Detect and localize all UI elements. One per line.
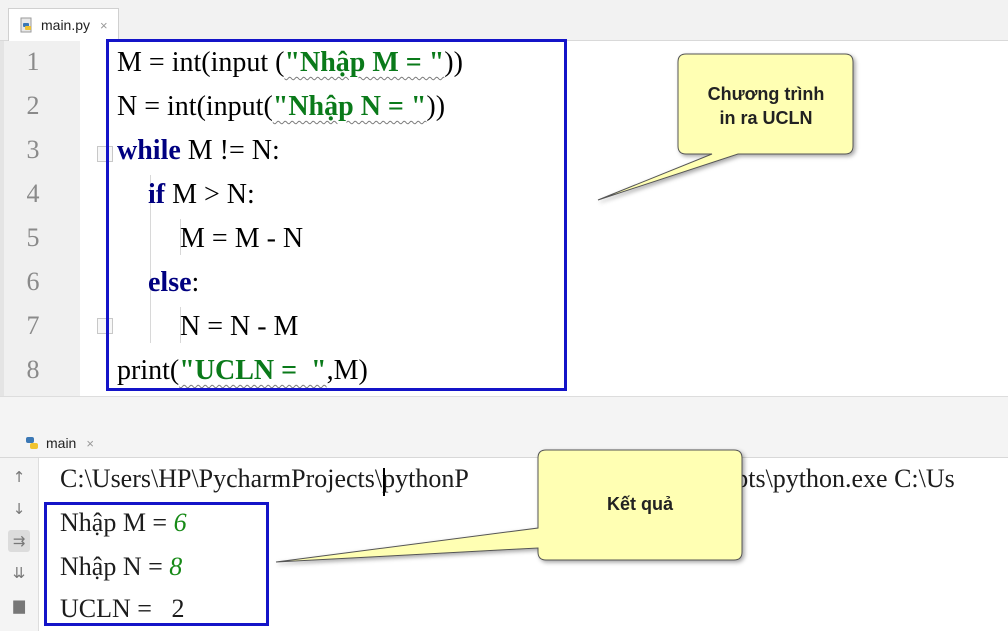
code-line-1: M = int(input ("Nhập M = ")) (117, 47, 463, 79)
close-tab-icon[interactable]: × (100, 17, 108, 33)
code-text: ,M) (326, 355, 368, 386)
fold-marker-icon[interactable] (97, 146, 113, 162)
indent-guide (180, 219, 181, 255)
line-number: 7 (26, 311, 40, 340)
editor-tab-bar: main.py × (0, 0, 1008, 41)
code-string: "Nhập N = " (272, 91, 427, 122)
python-run-icon (26, 437, 38, 449)
code-text: M > N: (165, 179, 255, 210)
code-text: print( (117, 355, 180, 386)
console-toolbar: ↑ ↓ ⇉ ⇊ ▆ (0, 458, 39, 631)
code-string: "UCLN = " (179, 355, 327, 386)
line-number: 3 (26, 135, 40, 164)
editor-horizontal-scrollbar[interactable] (0, 396, 1008, 426)
console-command-line: C:\Users\HP\PycharmProjects\pythonP (60, 464, 469, 494)
console-result: UCLN = 2 (60, 594, 185, 623)
console-output-line: Nhập N = 8 (60, 552, 182, 582)
console-output-line: UCLN = 2 (60, 594, 184, 624)
print-icon[interactable]: ▆ (13, 596, 25, 614)
code-line-3: while M != N: (117, 135, 280, 167)
gutter-strip (0, 41, 4, 396)
code-line-5: M = M - N (180, 223, 303, 255)
callout-program-shape (597, 53, 854, 201)
run-tool-window-header: main × (0, 425, 1008, 458)
console-path-left: C:\Users\HP\PycharmProjects\pythonP (60, 464, 469, 493)
console-input-value: 8 (169, 552, 183, 581)
close-run-tab-icon[interactable]: × (86, 435, 94, 451)
python-file-icon (20, 17, 32, 33)
code-text: M = int(input ( (117, 47, 285, 78)
line-number: 4 (26, 179, 40, 208)
indent-guide (150, 175, 151, 343)
code-text: )) (426, 91, 446, 122)
code-string: "Nhập M = " (284, 47, 445, 78)
code-line-7: N = N - M (180, 311, 298, 343)
console-path-right: ipts\python.exe C:\Us (728, 464, 955, 493)
code-line-8: print("UCLN = ",M) (117, 355, 368, 387)
console-input-value: 6 (173, 508, 187, 537)
fold-marker-icon[interactable] (97, 318, 113, 334)
code-line-2: N = int(input("Nhập N = ")) (117, 91, 445, 123)
tab-main-py[interactable]: main.py × (8, 8, 119, 41)
run-tab-main[interactable]: main × (24, 429, 94, 457)
line-number: 8 (26, 355, 40, 384)
line-number: 1 (26, 47, 40, 76)
indent-guide (180, 307, 181, 343)
line-number-gutter: 1 2 3 4 5 6 7 8 (0, 41, 80, 396)
code-keyword: else (148, 267, 192, 298)
arrow-down-icon[interactable]: ↓ (12, 500, 26, 518)
code-line-4: if M > N: (148, 179, 255, 211)
console-command-line-right: ipts\python.exe C:\Us (728, 464, 955, 494)
run-tab-label: main (46, 435, 77, 451)
code-highlight-box (106, 39, 567, 391)
code-text: M != N: (180, 135, 280, 166)
console-prompt: Nhập M = (60, 508, 174, 537)
code-text: )) (444, 47, 463, 78)
console-output-line: Nhập M = 6 (60, 508, 187, 538)
soft-wrap-icon[interactable]: ⇉ (8, 530, 30, 552)
code-text: M = M - N (180, 223, 304, 254)
callout-result-text: Kết quả (606, 494, 673, 514)
code-text: N = int(input( (117, 91, 273, 122)
line-number: 6 (26, 267, 40, 296)
code-line-6: else: (148, 267, 199, 299)
console-prompt: Nhập N = (60, 552, 170, 581)
callout-result-shape (275, 449, 743, 563)
tab-label: main.py (41, 17, 91, 33)
text-cursor (383, 468, 385, 496)
callout-program-line2: in ra UCLN (719, 108, 813, 128)
output-highlight-box (44, 502, 269, 626)
code-text: : (191, 267, 200, 298)
callout-program-line1: Chương trình (707, 84, 825, 104)
scroll-to-end-icon[interactable]: ⇊ (12, 564, 26, 582)
line-number: 2 (26, 91, 40, 120)
callout-program-text: Chương trình in ra UCLN (686, 82, 846, 130)
code-keyword: while (117, 135, 181, 166)
code-keyword: if (148, 179, 166, 210)
line-number: 5 (26, 223, 40, 252)
code-text: N = N - M (180, 311, 299, 342)
arrow-up-icon[interactable]: ↑ (12, 468, 26, 486)
